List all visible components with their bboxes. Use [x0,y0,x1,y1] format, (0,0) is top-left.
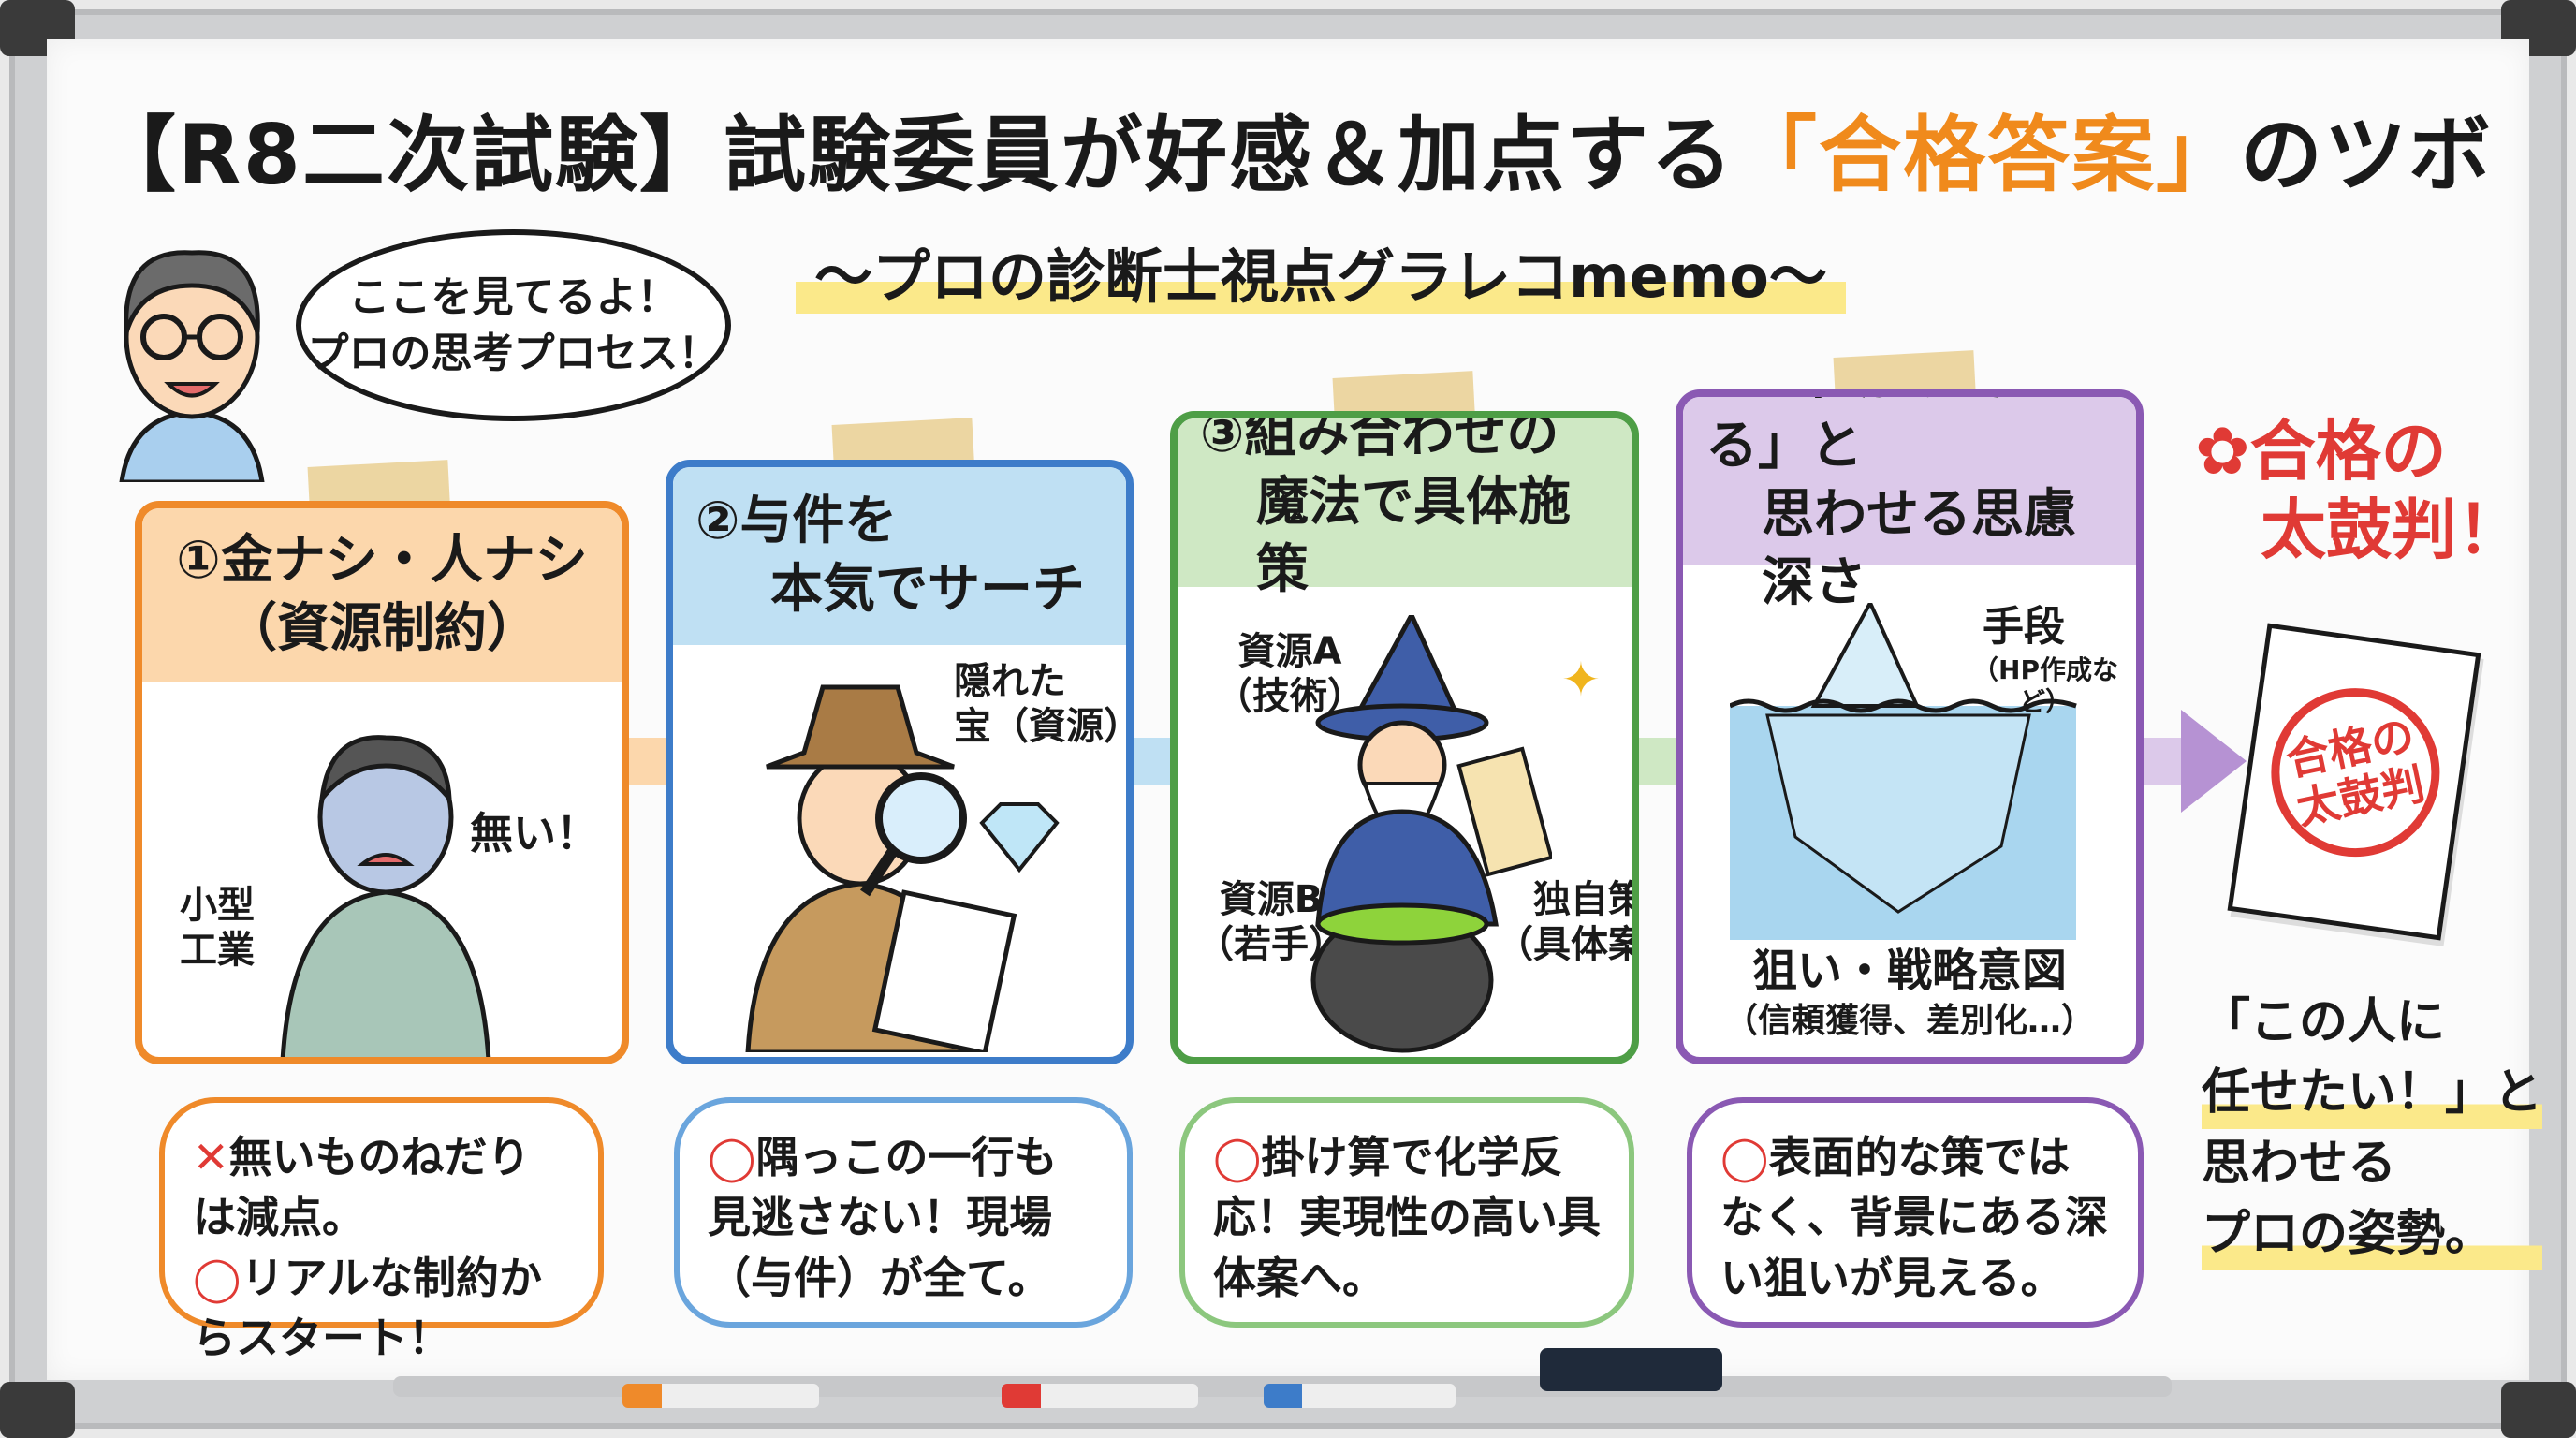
note-bubble-3: ◯掛け算で化学反応！実現性の高い具体案へ。 [1179,1097,1634,1328]
title-prefix: 【R8二次試験】試験委員が好感＆加点する [94,107,1734,203]
speech-line: ここを見てるよ！ [348,273,679,322]
quote-line: プロの姿勢。 [2202,1199,2543,1270]
panel-header: ②与件を 本気でサーチ [673,467,1126,645]
worried-worker-icon [280,735,491,1057]
note-text: 隅っこの一行も見逃さない！現場（与件）が全て。 [708,1132,1058,1303]
sparkle-icon: ✦ [1561,653,1601,707]
orange-marker[interactable] [622,1384,819,1408]
title-highlight: 「合格答案」 [1734,107,2241,203]
panel-header: ④「わかっている」と 思わせる思慮深さ [1683,397,2136,613]
illustration-label: 隠れた 宝（資源）！ [954,660,1126,748]
note-bubble-4: ◯表面的な策ではなく、背景にある深い狙いが見える。 [1687,1097,2144,1328]
result-heading-line: 合格の [2249,413,2447,490]
quote-line: 任せたい！」と [2202,1058,2543,1129]
panel-subtitle: 魔法で具体施策 [1256,471,1571,601]
quote-line: 思わせる [2202,1135,2397,1192]
panel-title: ④「わかっている」と [1705,397,2062,477]
flow-arrow [2144,738,2186,785]
consultant-avatar-icon [119,250,265,482]
panel-subtitle: （資源制約） [225,597,539,659]
note-text: 無いものねだりは減点。 [193,1132,531,1243]
quote-line: 「この人に [2202,994,2446,1050]
note-bubble-1: ✕無いものねだりは減点。 ◯リアルな制約からスタート！ [159,1097,604,1363]
flow-arrow-head-icon [2181,710,2247,813]
flow-arrow [629,738,671,785]
illustration-label: 無い！ [470,808,599,858]
step-panel-3: ③組み合わせの 魔法で具体施策 資源A （技術） 資源B （若手） 独自策 （具… [1170,411,1639,1064]
illustration-label: （HP作成など） [1972,654,2118,717]
frame-corner [2501,1382,2576,1438]
eraser[interactable] [1540,1348,1722,1391]
panel-title: ③組み合わせの [1200,411,1559,464]
note-text: 掛け算で化学反応！実現性の高い具体案へ。 [1213,1132,1601,1303]
page-title: 【R8二次試験】試験委員が好感＆加点する「合格答案」のツボ [94,89,2494,208]
title-suffix: のツボ [2240,107,2494,203]
detective-magnifier-icon [745,684,1017,1052]
step-panel-1: ①金ナシ・人ナシ （資源制約） 無い！ 小型 工業 [135,501,629,1064]
panel-title: ②与件を [695,491,898,552]
result-heading-line: 太鼓判！ [2261,492,2523,568]
answer-sheet-icon: 合格の太鼓判 [2227,623,2481,941]
flow-arrow [1134,738,1176,785]
illustration-label: （信頼獲得、差別化…） [1723,1002,2095,1040]
note-bubble-2: ◯隅っこの一行も見逃さない！現場（与件）が全て。 [674,1097,1133,1328]
speech-line: プロの思考プロセス！ [307,329,720,377]
panel-subtitle: 思わせる思慮深さ [1762,484,2076,613]
closing-quote: 「この人に 任せたい！」と 思わせる プロの姿勢。 [2202,988,2543,1270]
subtitle: ～プロの診断士視点グラレコmemo～ [796,229,1846,314]
circle-mark-icon: ◯ [193,1252,242,1303]
wizard-cauldron-icon [1310,615,1552,1053]
panel-title: ①金ナシ・人ナシ [176,529,588,591]
panel-header: ③組み合わせの 魔法で具体施策 [1178,418,1632,600]
note-text: 表面的な策ではなく、背景にある深い狙いが見える。 [1720,1132,2108,1303]
panel-header: ①金ナシ・人ナシ （資源制約） [142,508,622,682]
speech-bubble: ここを見てるよ！ プロの思考プロセス！ [296,229,731,421]
step-panel-4: ④「わかっている」と 思わせる思慮深さ 手段 （HP作成など） 狙い・戦略意図 … [1676,389,2144,1064]
flower-icon: ✿ [2195,413,2250,490]
blue-marker[interactable] [1264,1384,1456,1408]
circle-mark-icon: ◯ [708,1132,756,1182]
result-heading: ✿合格の 太鼓判！ [2195,412,2523,569]
step-panel-2: ②与件を 本気でサーチ 隠れた 宝（資源）！ [666,460,1134,1064]
illustration-label: 狙い・戦略意図 [1751,945,2067,997]
frame-corner [0,1382,75,1438]
illustration-label: 小型 工業 [180,884,255,972]
iceberg-icon [1730,603,2077,940]
circle-mark-icon: ◯ [1213,1132,1262,1182]
illustration-label: 独自策 （具体案） [1496,878,1639,966]
cross-mark-icon: ✕ [193,1132,229,1182]
approval-stamp: 合格の太鼓判 [2255,672,2456,873]
red-marker[interactable] [1002,1384,1198,1408]
circle-mark-icon: ◯ [1720,1132,1769,1182]
flow-arrow [1639,738,1681,785]
illustration-label: 資源A （技術） [1215,630,1365,718]
diamond-icon [979,802,1060,873]
illustration-label: 手段 [1983,603,2065,651]
note-text: リアルな制約からスタート！ [193,1252,543,1364]
illustration-label: 資源B （若手） [1196,878,1346,966]
panel-subtitle: 本気でサーチ [770,559,1085,620]
